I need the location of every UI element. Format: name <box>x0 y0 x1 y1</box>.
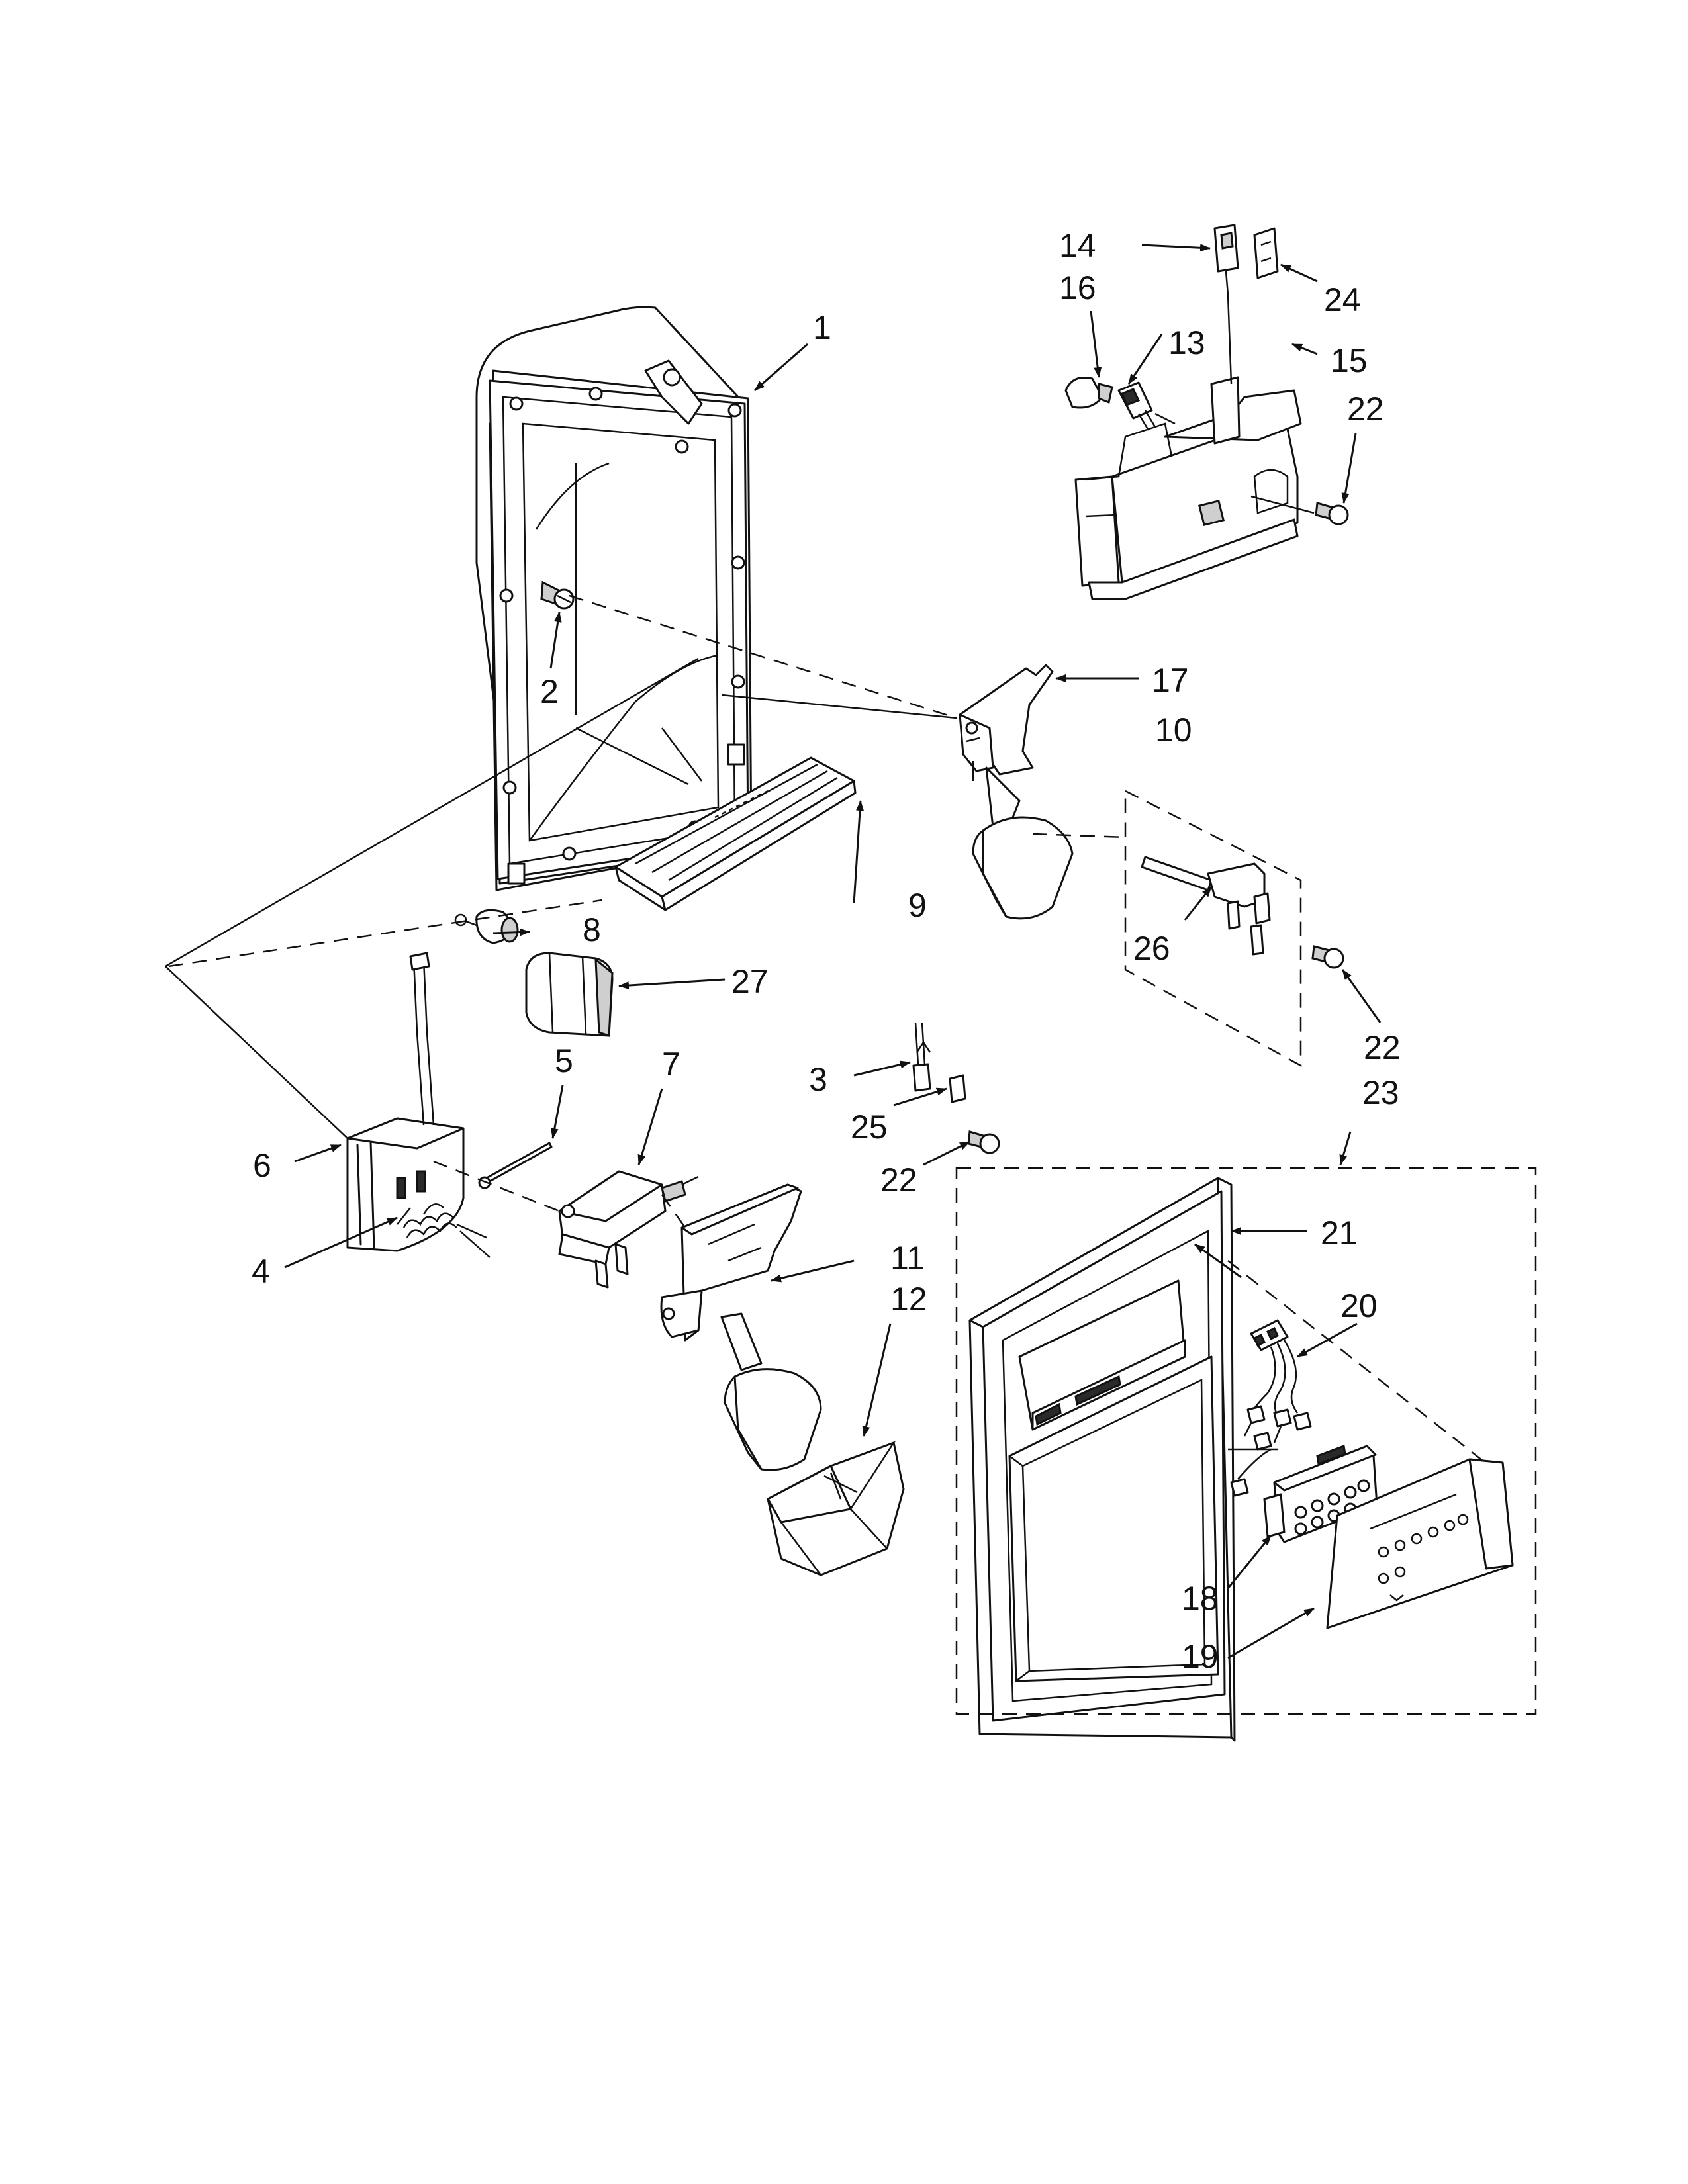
callout-labels: 1 2 3 4 5 6 7 8 9 10 11 12 13 14 15 16 1… <box>252 227 1401 1675</box>
part-20-wire-harness <box>1230 1319 1312 1497</box>
part-13-lamp-socket <box>1117 381 1156 431</box>
part-12-funnel <box>767 1441 905 1576</box>
part-24-insulator <box>1253 227 1279 279</box>
callout-22-lower: 22 <box>880 1161 917 1199</box>
part-16-lamp-bulb <box>1064 377 1113 409</box>
callout-25: 25 <box>851 1109 888 1146</box>
callout-3: 3 <box>809 1061 827 1098</box>
assembly-lines <box>165 294 1490 1467</box>
callout-2: 2 <box>540 673 559 710</box>
part-22-screw-upper <box>1315 502 1349 525</box>
group-23-box <box>955 1167 1537 1715</box>
part-2-screw <box>540 580 575 610</box>
callout-23: 23 <box>1362 1074 1399 1111</box>
part-22-screw-middle <box>1311 945 1344 969</box>
callout-24: 24 <box>1324 281 1361 318</box>
callout-6: 6 <box>253 1147 271 1184</box>
part-7-hinge <box>558 1170 699 1289</box>
part-25-insulator <box>949 1074 966 1103</box>
callout-10: 10 <box>1155 711 1192 749</box>
callout-5: 5 <box>555 1042 573 1079</box>
callout-16: 16 <box>1059 269 1096 306</box>
part-15-bracket <box>1074 376 1302 600</box>
callout-12: 12 <box>890 1281 927 1318</box>
part-11-ice-lever <box>660 1183 822 1471</box>
callout-20: 20 <box>1340 1287 1378 1324</box>
callout-4: 4 <box>252 1253 270 1290</box>
leader-1 <box>754 343 808 392</box>
callout-22-middle: 22 <box>1364 1029 1401 1066</box>
callout-26: 26 <box>1133 930 1170 967</box>
part-14-switch <box>1213 224 1239 295</box>
part-9-drip-tray <box>614 756 857 911</box>
part-22-screw-lower <box>967 1130 1000 1154</box>
part-21-front-bezel <box>968 1177 1236 1742</box>
callout-21: 21 <box>1321 1214 1358 1251</box>
callout-13: 13 <box>1168 324 1205 361</box>
callout-27: 27 <box>731 963 769 1000</box>
leader-2 <box>549 612 562 669</box>
callout-14: 14 <box>1059 227 1096 264</box>
group-10-box <box>1124 789 1302 1068</box>
callout-9: 9 <box>908 887 927 924</box>
part-19-control-panel <box>1326 1458 1514 1629</box>
part-4-spring <box>397 1203 491 1258</box>
callout-19: 19 <box>1182 1638 1219 1675</box>
part-17-water-lever <box>959 664 1074 920</box>
callout-22-upper: 22 <box>1347 390 1384 428</box>
part-5-pin <box>478 1142 553 1189</box>
callout-18: 18 <box>1182 1580 1219 1617</box>
part-6-solenoid-housing <box>346 952 465 1252</box>
part-27-cover <box>525 952 614 1038</box>
callout-15: 15 <box>1331 342 1368 379</box>
callout-7: 7 <box>662 1046 680 1083</box>
callout-8: 8 <box>583 911 601 948</box>
part-1-dispenser-housing <box>475 306 753 891</box>
callout-11: 11 <box>890 1240 925 1277</box>
callout-1: 1 <box>813 309 831 346</box>
part-3-clip <box>912 1022 931 1092</box>
part-26-lever <box>1141 856 1271 956</box>
callout-17: 17 <box>1152 662 1189 699</box>
leader-lines <box>284 244 1382 1659</box>
